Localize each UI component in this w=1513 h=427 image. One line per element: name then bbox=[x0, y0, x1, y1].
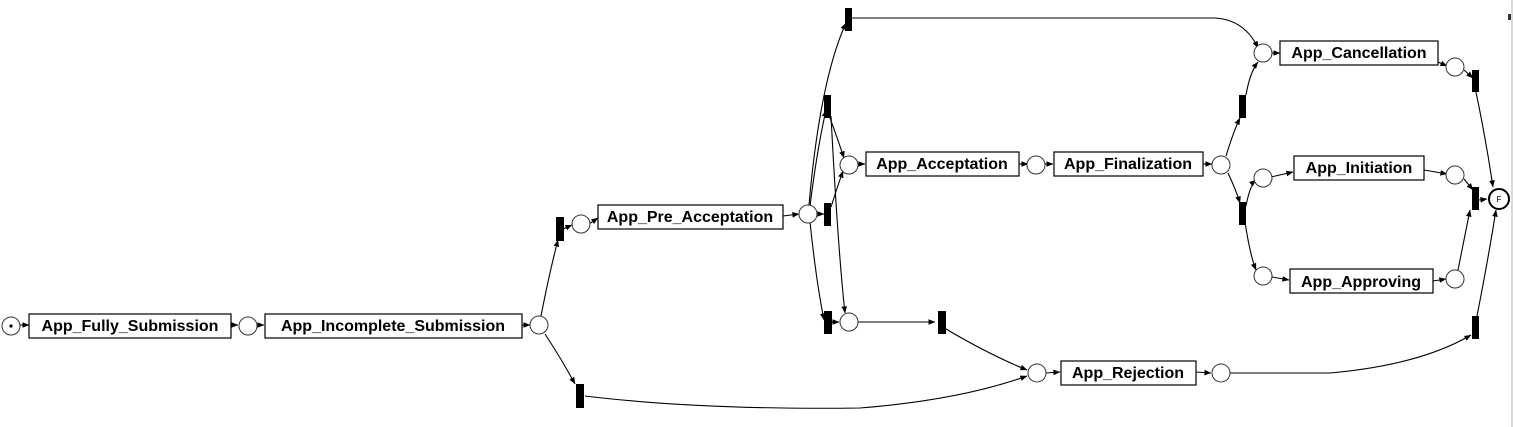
edge bbox=[1476, 209, 1498, 317]
task-label: App_Fully_Submission bbox=[42, 318, 219, 335]
edge bbox=[1463, 69, 1474, 79]
edge bbox=[1463, 178, 1474, 191]
silent-transition bbox=[1239, 95, 1246, 118]
silent-transition bbox=[1472, 316, 1479, 339]
task-pre-acceptation: App_Pre_Acceptation bbox=[597, 204, 784, 230]
place bbox=[1253, 168, 1273, 188]
silent-transition bbox=[576, 384, 584, 408]
edge bbox=[1195, 369, 1212, 376]
edge bbox=[1244, 221, 1257, 271]
task-approving: App_Approving bbox=[1289, 268, 1434, 294]
silent-transitions bbox=[556, 8, 1479, 408]
edge bbox=[782, 212, 800, 218]
edge bbox=[584, 375, 1028, 409]
task-label: App_Pre_Acceptation bbox=[607, 209, 773, 226]
edge bbox=[1457, 209, 1472, 271]
edge bbox=[1478, 197, 1488, 203]
silent-transition bbox=[845, 8, 852, 31]
silent-transition bbox=[556, 217, 564, 241]
edge bbox=[540, 239, 559, 317]
edge bbox=[830, 115, 848, 314]
edge bbox=[588, 217, 599, 225]
edge bbox=[1432, 277, 1447, 283]
task-initiation: App_Initiation bbox=[1293, 155, 1425, 181]
silent-transition bbox=[824, 95, 831, 118]
edge bbox=[1423, 169, 1448, 176]
edges bbox=[20, 17, 1498, 409]
edge bbox=[1225, 117, 1241, 157]
place bbox=[1026, 155, 1046, 175]
edge bbox=[1045, 369, 1061, 376]
place bbox=[798, 204, 818, 224]
place bbox=[1445, 57, 1465, 77]
place bbox=[238, 316, 258, 336]
edge bbox=[1245, 179, 1257, 207]
place bbox=[529, 315, 549, 335]
edge bbox=[1437, 60, 1448, 67]
task-fully-submission: App_Fully_Submission bbox=[28, 313, 232, 339]
edge bbox=[808, 22, 847, 206]
task-cancellation: App_Cancellation bbox=[1279, 40, 1439, 66]
task-label: App_Incomplete_Submission bbox=[281, 318, 505, 335]
task-label: App_Rejection bbox=[1072, 365, 1184, 382]
edge bbox=[1227, 172, 1241, 204]
place bbox=[1253, 266, 1273, 286]
viewport-edge bbox=[1511, 0, 1513, 427]
edge bbox=[1270, 170, 1294, 178]
task-label: App_Initiation bbox=[1306, 160, 1413, 177]
task-acceptation: App_Acceptation bbox=[865, 151, 1020, 177]
silent-transition bbox=[1472, 187, 1479, 210]
task-label: App_Approving bbox=[1301, 274, 1421, 291]
silent-transition bbox=[824, 311, 832, 334]
task-label: App_Acceptation bbox=[876, 156, 1008, 173]
task-rejection: App_Rejection bbox=[1060, 360, 1197, 386]
edge bbox=[1230, 334, 1472, 374]
start-place bbox=[1, 316, 21, 336]
edge bbox=[809, 221, 826, 321]
place bbox=[571, 214, 591, 234]
start-token bbox=[9, 324, 13, 328]
silent-transition bbox=[1472, 70, 1479, 92]
edge bbox=[852, 17, 1259, 49]
task-label: App_Finalization bbox=[1064, 156, 1192, 173]
place bbox=[1253, 43, 1273, 63]
final-place: F bbox=[1488, 188, 1510, 210]
silent-transition bbox=[1239, 202, 1246, 225]
place bbox=[1211, 363, 1231, 383]
edge bbox=[1475, 91, 1495, 188]
edge bbox=[945, 328, 1028, 371]
place bbox=[1211, 155, 1231, 175]
edge bbox=[1245, 61, 1259, 96]
edge bbox=[830, 170, 844, 208]
silent-transition bbox=[824, 203, 831, 226]
task-label: App_Cancellation bbox=[1291, 45, 1426, 62]
place bbox=[1027, 363, 1047, 383]
places: F bbox=[1, 43, 1510, 383]
place bbox=[839, 155, 859, 175]
edge bbox=[544, 333, 576, 385]
edge bbox=[1271, 276, 1290, 282]
final-place-label: F bbox=[1497, 195, 1502, 204]
task-finalization: App_Finalization bbox=[1053, 151, 1204, 177]
viewport-corner-mark bbox=[1508, 14, 1511, 20]
edge bbox=[562, 224, 573, 231]
edge bbox=[809, 109, 828, 207]
place bbox=[1445, 165, 1465, 185]
task-incomplete-submission: App_Incomplete_Submission bbox=[264, 313, 523, 339]
silent-transition bbox=[938, 311, 946, 334]
place bbox=[1445, 269, 1465, 289]
place bbox=[839, 312, 859, 332]
